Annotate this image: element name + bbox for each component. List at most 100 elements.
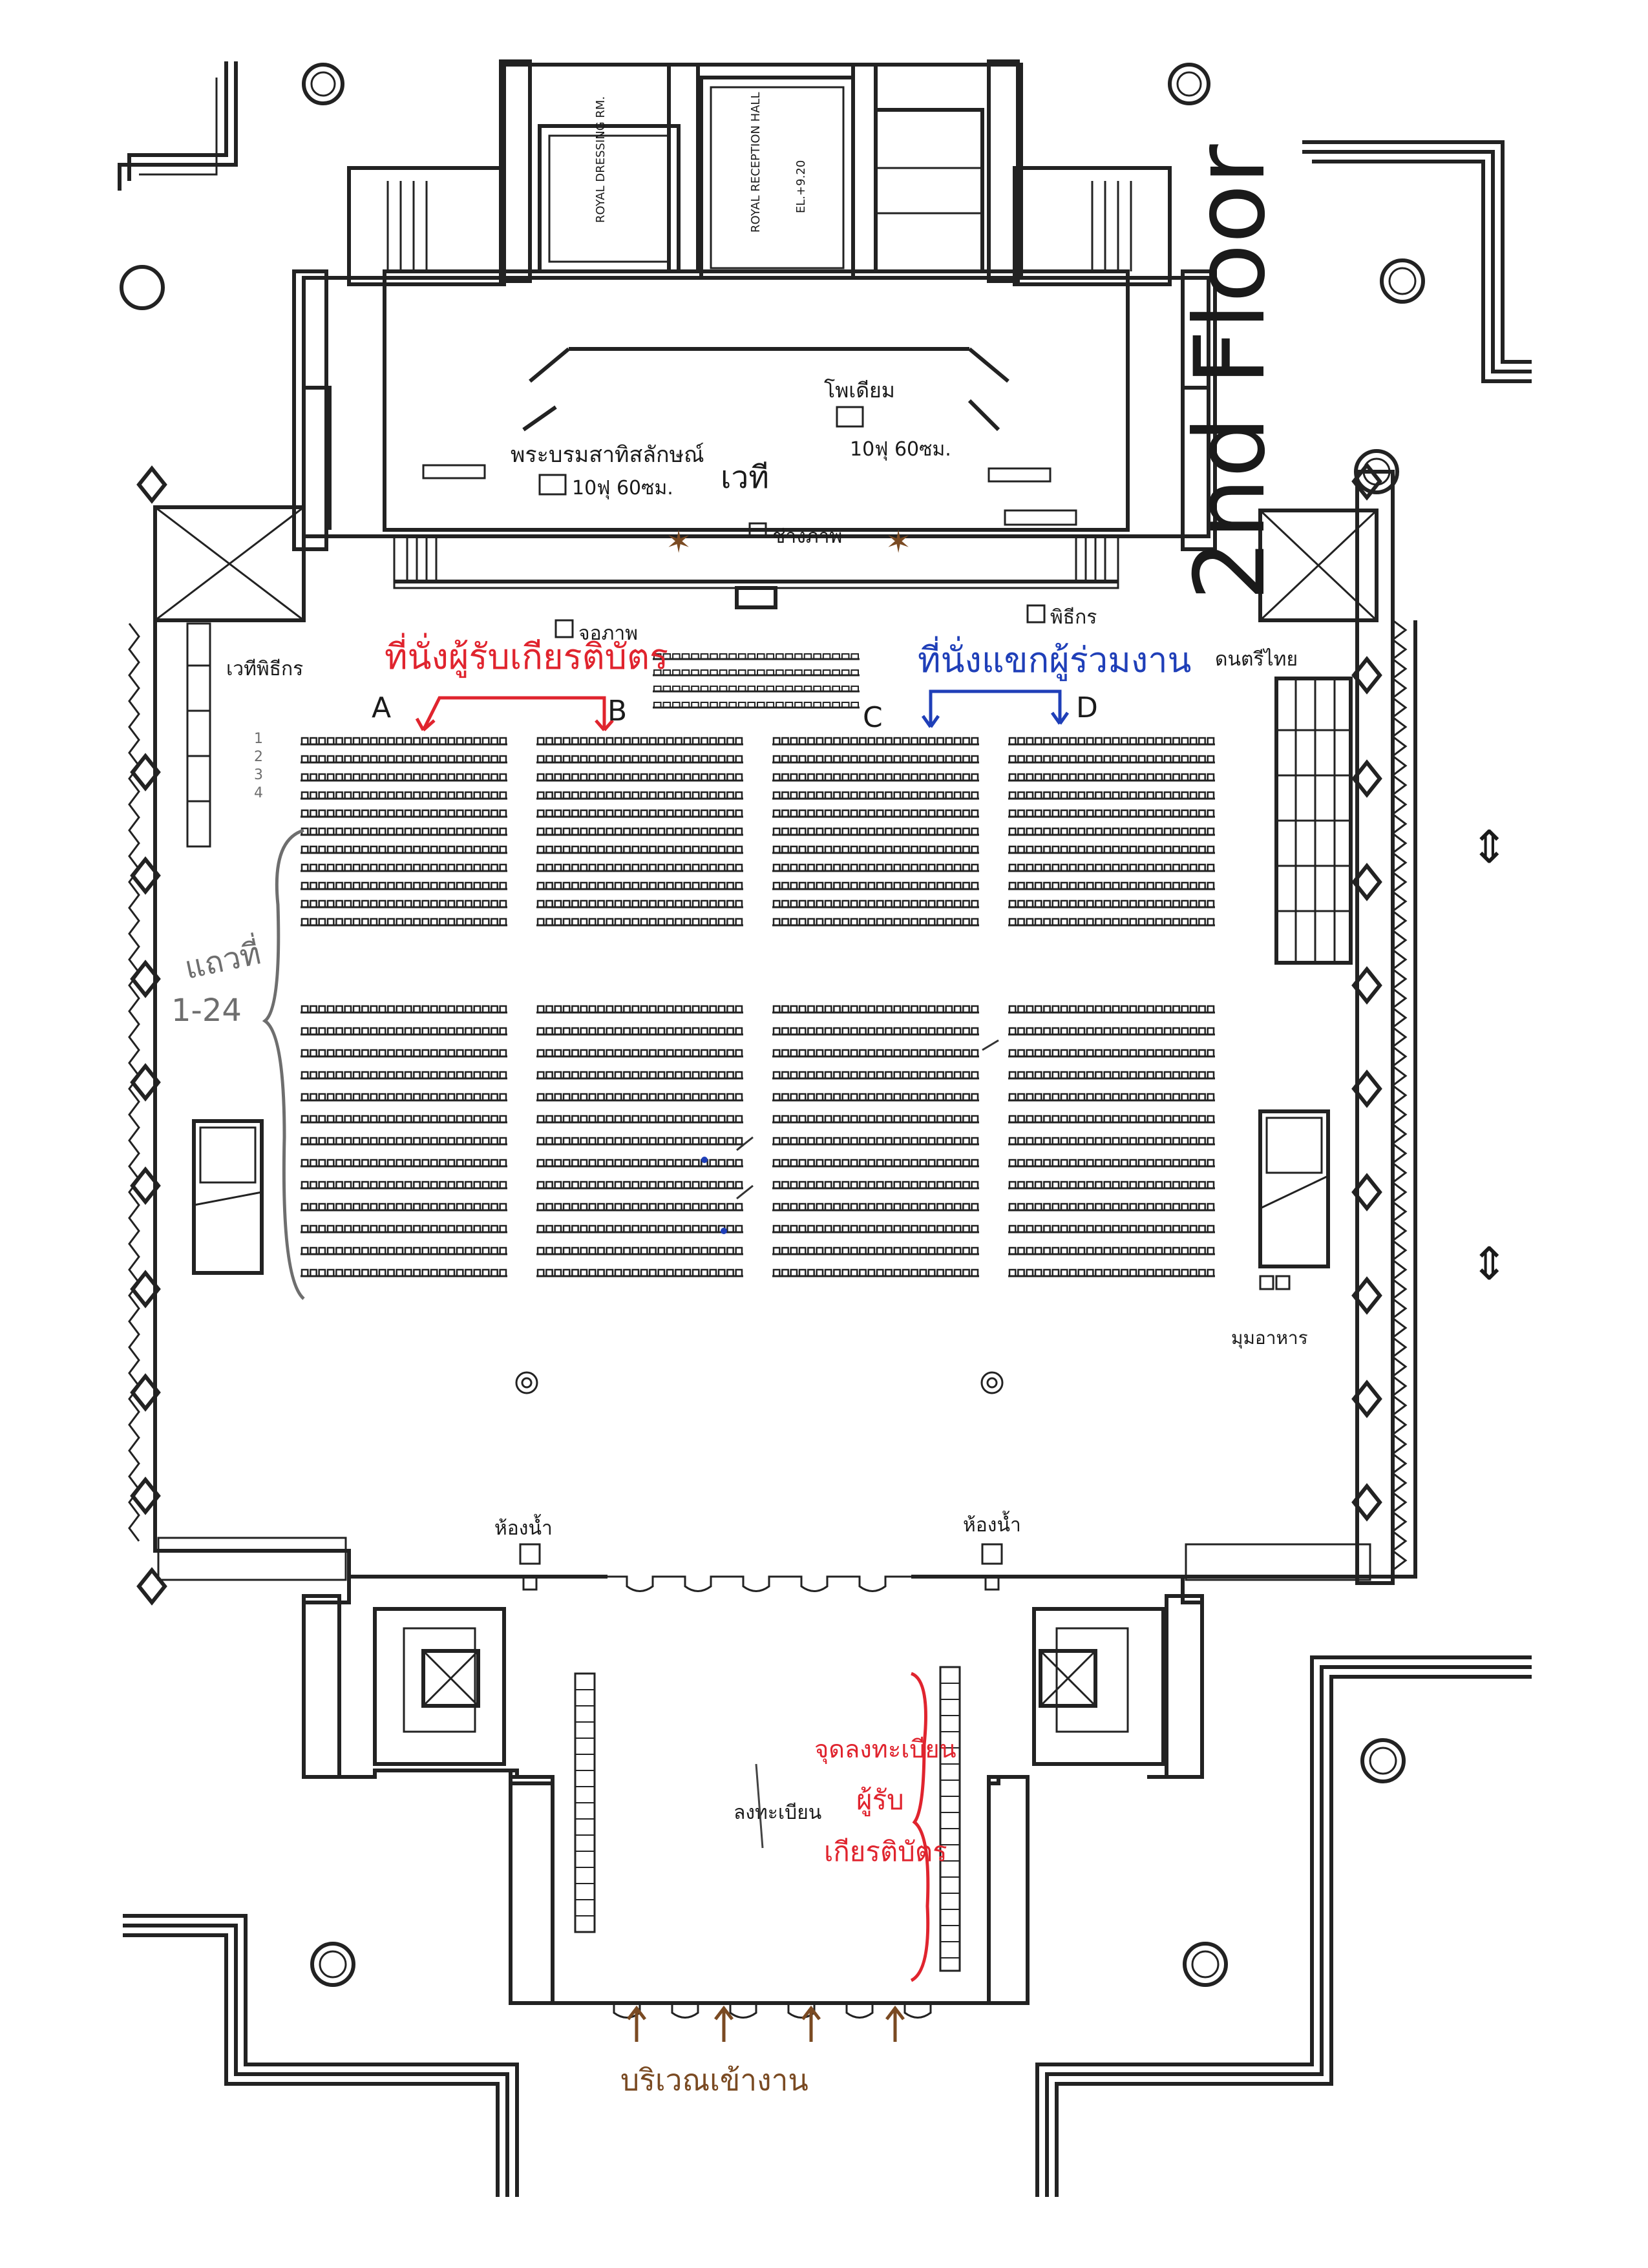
seat-row	[772, 1093, 979, 1102]
seat-row	[1008, 1246, 1215, 1255]
front-seats-row-marks	[653, 669, 859, 675]
royal-block	[347, 59, 1172, 286]
block-b-label: B	[607, 695, 627, 728]
round-column-icon	[1360, 1738, 1406, 1783]
seat-row	[536, 1159, 743, 1168]
seat-row	[772, 1071, 979, 1080]
seat-row	[536, 737, 743, 746]
seat-row	[536, 1115, 743, 1124]
seat-row	[301, 1093, 507, 1102]
left-restroom-label: ห้องน้ำ	[494, 1514, 553, 1540]
seat-row	[1008, 1224, 1215, 1234]
row-number-1: 1	[254, 731, 263, 747]
seat-row	[1008, 773, 1215, 782]
royal-reception-label: ROYAL RECEPTION HALL	[749, 92, 763, 233]
seat-row	[1008, 1005, 1215, 1014]
round-column-icon	[302, 63, 344, 105]
seat-row	[301, 1071, 507, 1080]
seat-row	[772, 809, 979, 818]
recipient-seat-label: ที่นั่งผู้รับเกียรติบัตร	[385, 633, 668, 678]
annotation-arrows	[262, 689, 1070, 2042]
row-range: 1-24	[171, 992, 242, 1029]
stage-label: เวที	[721, 459, 769, 496]
row-number-2: 2	[254, 749, 263, 765]
seat-row	[772, 863, 979, 872]
right-front-tower	[1258, 470, 1395, 1585]
seat-row	[301, 809, 507, 818]
row-number-3: 3	[254, 767, 263, 783]
seat-row	[1008, 1268, 1215, 1277]
seat-row	[772, 1246, 979, 1255]
registration-label-3: เกียรติบัตร	[824, 1836, 947, 1867]
registration-tables	[575, 1683, 960, 1958]
seat-row	[772, 773, 979, 782]
seat-row	[772, 1202, 979, 1212]
seat-row	[536, 1071, 743, 1080]
royal-dressing-label: ROYAL DRESSING RM.	[594, 96, 607, 223]
front-reserved-seats	[653, 653, 860, 709]
seat-row	[1008, 809, 1215, 818]
floor-title: 2nd Floor	[1174, 144, 1287, 601]
seat-row	[772, 755, 979, 764]
seat-row	[1008, 899, 1215, 908]
seat-row	[301, 1268, 507, 1277]
row-number-4: 4	[254, 785, 263, 801]
registration-label-2: ผู้รับ	[856, 1784, 904, 1816]
portrait-size: 10ฟุ 60ซม.	[572, 477, 673, 500]
left-top-label: เวทีพิธีกร	[226, 658, 303, 680]
seat-row	[536, 827, 743, 836]
seat-block-4	[1008, 737, 1215, 1277]
round-column-icon	[1183, 1942, 1228, 1987]
front-seats-row-marks	[653, 653, 859, 659]
seat-row	[1008, 1181, 1215, 1190]
seat-row	[536, 899, 743, 908]
block-c-label: C	[863, 701, 883, 734]
seat-row	[536, 1027, 743, 1036]
entrance-label: บริเวณเข้างาน	[620, 2063, 808, 2097]
seat-row	[772, 918, 979, 927]
seat-row	[536, 881, 743, 890]
right-side-furniture	[1258, 677, 1353, 1290]
seat-row	[536, 1246, 743, 1255]
entrance-wall	[349, 1543, 1183, 1592]
seat-row	[301, 1181, 507, 1190]
seat-row	[772, 1268, 979, 1277]
seat-row	[772, 1224, 979, 1234]
front-seats-row-marks	[653, 686, 859, 691]
double-arrow-icon: ⇕	[1470, 1237, 1508, 1290]
seat-row	[301, 899, 507, 908]
seat-row	[536, 1005, 743, 1014]
seat-row	[536, 1137, 743, 1146]
lobby	[302, 1577, 1204, 2019]
seat-row	[772, 1049, 979, 1058]
round-column-icon	[1168, 63, 1210, 105]
seat-row	[772, 1137, 979, 1146]
seat-row	[1008, 755, 1215, 764]
seat-row	[772, 899, 979, 908]
seat-row	[301, 863, 507, 872]
seat-row	[1008, 881, 1215, 890]
round-column-icon	[1380, 258, 1425, 304]
portrait-label: พระบรมสาทิสลักษณ์	[511, 442, 704, 468]
seat-row	[1008, 1159, 1215, 1168]
stage-area	[302, 269, 1210, 609]
seat-row	[772, 845, 979, 854]
seat-row	[536, 1049, 743, 1058]
seat-row	[1008, 1049, 1215, 1058]
seat-row	[301, 1049, 507, 1058]
star-icon: ✶	[885, 524, 911, 560]
seat-row	[301, 918, 507, 927]
seat-row	[1008, 737, 1215, 746]
round-column-icon	[980, 1371, 1004, 1394]
seat-row	[536, 773, 743, 782]
seat-row	[772, 881, 979, 890]
main-hall	[128, 462, 1417, 1606]
seat-row	[301, 1246, 507, 1255]
seat-row	[301, 1224, 507, 1234]
right-restroom-label: ห้องน้ำ	[963, 1511, 1021, 1537]
seat-block-3	[772, 737, 979, 1277]
seat-row	[301, 881, 507, 890]
seat-row	[301, 1005, 507, 1014]
seat-row	[1008, 1137, 1215, 1146]
seat-row	[301, 1115, 507, 1124]
